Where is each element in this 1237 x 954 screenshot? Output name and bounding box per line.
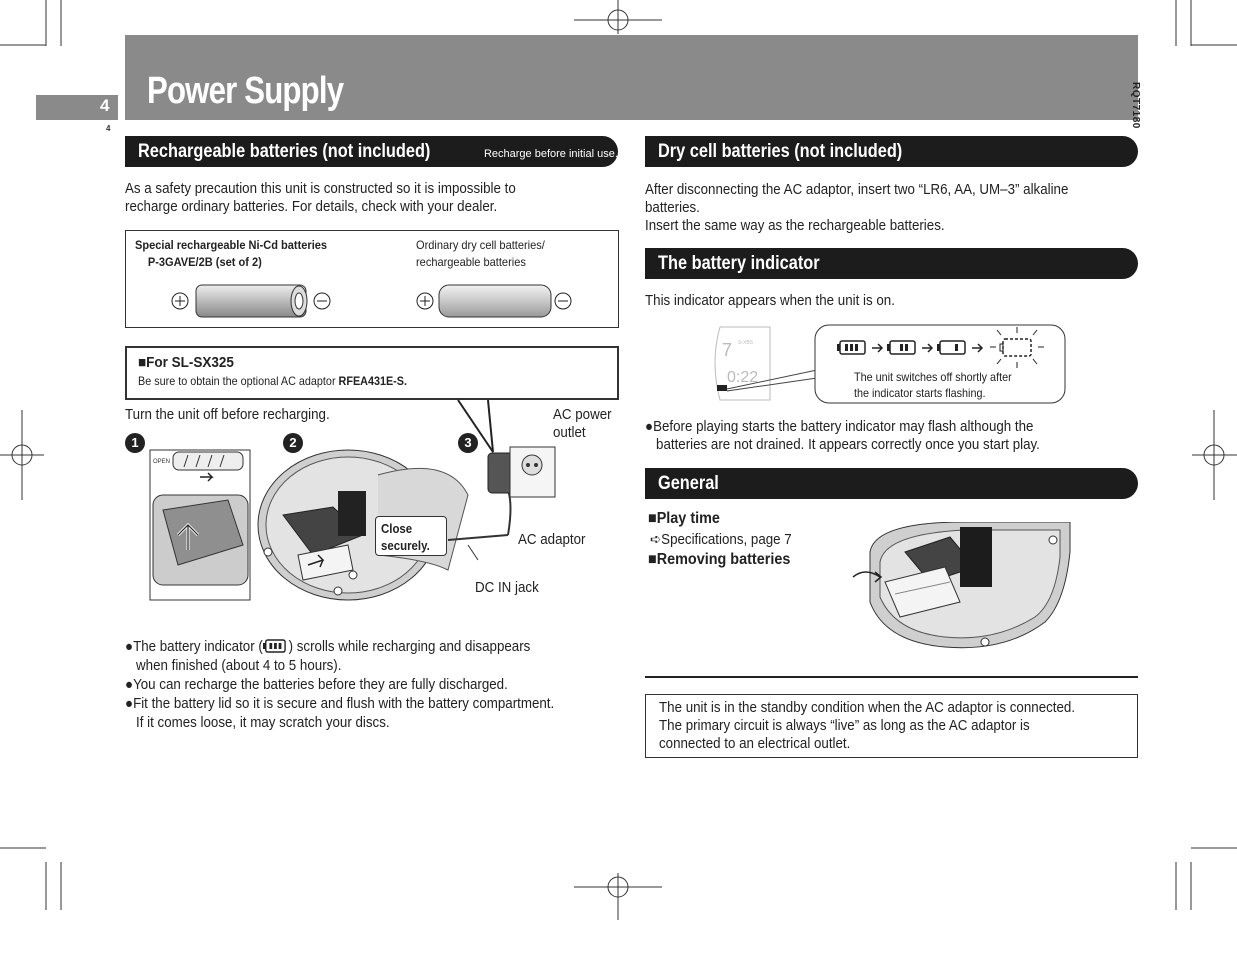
battery-indicator-intro: This indicator appears when the unit is …: [645, 293, 895, 309]
battery-indicator-diagram: 7 S-XBS 0:22: [714, 324, 1066, 404]
bullet-continuation: when finished (about 4 to 5 hours).: [136, 658, 342, 674]
battery-two-thirds-icon: [887, 340, 916, 355]
special-battery-label: Special rechargeable Ni-Cd batteries P-3…: [135, 237, 327, 271]
page-number-small: 4: [106, 124, 111, 133]
page-title: Power Supply: [147, 70, 344, 112]
bullet-text: ) scrolls while recharging and disappear…: [288, 639, 531, 655]
battery-types-box: Special rechargeable Ni-Cd batteries P-3…: [125, 230, 619, 328]
nicd-battery-illustration: [171, 284, 331, 318]
battery-empty-flashing-icon: [990, 327, 1044, 368]
list-item: ●Before playing starts the battery indic…: [645, 419, 1034, 435]
bullet-text: Fit the battery lid so it is secure and …: [133, 696, 555, 712]
bullet-text: You can recharge the batteries before th…: [133, 677, 508, 693]
battery-one-third-icon: [937, 340, 966, 355]
heading-text: General: [658, 473, 719, 494]
reference-text: Specifications, page 7: [661, 532, 792, 548]
text-line: After disconnecting the AC adaptor, inse…: [645, 182, 1069, 198]
open-label: OPEN: [153, 459, 170, 465]
reference-arrow-icon: ➪: [650, 532, 662, 548]
close-securely-callout: Close securely.: [375, 516, 447, 556]
step-2-badge: 2: [283, 433, 303, 453]
rechargeable-intro: As a safety precaution this unit is cons…: [125, 180, 516, 216]
recharging-illustration: OPEN: [149, 399, 556, 601]
heading-text: Rechargeable batteries (not included): [138, 141, 431, 162]
indicator-callout-text: The unit switches off shortly after the …: [854, 369, 1012, 401]
list-item: ●You can recharge the batteries before t…: [125, 677, 508, 693]
intro-line: As a safety precaution this unit is cons…: [125, 181, 516, 197]
bullet-text: The battery indicator (: [133, 639, 263, 655]
section-heading-rechargeable: Rechargeable batteries (not included) Rec…: [125, 136, 618, 167]
standby-note-box: The unit is in the standby condition whe…: [645, 694, 1138, 758]
bullet-continuation: If it comes loose, it may scratch your d…: [136, 715, 390, 731]
ac-adaptor-label: AC adaptor: [518, 532, 586, 548]
section-heading-general: General: [645, 468, 1138, 499]
sx325-note-box: ■For SL-SX325 Be sure to obtain the opti…: [125, 346, 619, 400]
bullet-text: Before playing starts the battery indica…: [653, 419, 1034, 435]
removing-batteries-heading: ■Removing batteries: [648, 551, 791, 568]
label-line: outlet: [553, 425, 586, 441]
text-line: the indicator starts flashing.: [854, 386, 986, 400]
heading-text: Dry cell batteries (not included): [658, 141, 903, 162]
step-3-badge: 3: [458, 433, 478, 453]
document-code: RQT7180: [1130, 82, 1141, 129]
text-line: The unit switches off shortly after: [854, 370, 1012, 384]
display-time: 0:22: [727, 369, 758, 386]
display-track: 7: [722, 340, 732, 360]
page-number: 4: [100, 96, 110, 115]
header-band: [125, 35, 1138, 120]
text-line: The primary circuit is always “live” as …: [659, 718, 1030, 734]
section-heading-dry-cell: Dry cell batteries (not included): [645, 136, 1138, 167]
ac-outlet-label: AC power outlet: [553, 406, 612, 442]
dry-cell-battery-illustration: [416, 284, 572, 318]
play-time-reference: ➪Specifications, page 7: [650, 532, 792, 548]
label-line: securely.: [381, 538, 430, 553]
label-line: Special rechargeable Ni-Cd batteries: [135, 238, 328, 252]
play-time-heading: ■Play time: [648, 510, 720, 527]
text-line: batteries.: [645, 200, 700, 216]
dry-cell-text: After disconnecting the AC adaptor, inse…: [645, 181, 1068, 235]
text-line: connected to an electrical outlet.: [659, 736, 851, 752]
heading-text: The battery indicator: [658, 253, 820, 274]
label-line: Close: [381, 521, 413, 536]
text-line: Insert the same way as the rechargeable …: [645, 218, 945, 234]
recharge-notes: ●The battery indicator () scrolls while …: [125, 638, 554, 733]
label-line: AC power: [553, 407, 612, 423]
note-title: ■For SL-SX325: [138, 354, 234, 371]
dc-in-jack-label: DC IN jack: [475, 580, 539, 596]
standby-note-text: The unit is in the standby condition whe…: [659, 699, 1075, 753]
note-model: RFEA431E-S.: [338, 374, 407, 388]
page-tab: [36, 95, 118, 120]
intro-line: recharge ordinary batteries. For details…: [125, 199, 498, 215]
list-item: ●The battery indicator () scrolls while …: [125, 639, 531, 655]
note-text: Be sure to obtain the optional AC adapto…: [138, 373, 407, 390]
battery-indicator-icon: [262, 639, 286, 653]
step-1-badge: 1: [125, 433, 145, 453]
ordinary-battery-label: Ordinary dry cell batteries/ rechargeabl…: [416, 237, 545, 271]
heading-subtext: Recharge before initial use.: [483, 148, 618, 160]
label-line: rechargeable batteries: [416, 255, 526, 269]
removing-batteries-illustration: [852, 522, 1071, 649]
display-small: S-XBS: [738, 340, 754, 346]
turn-off-instruction: Turn the unit off before recharging.: [125, 407, 330, 423]
label-line: Ordinary dry cell batteries/: [416, 238, 545, 252]
label-line: P-3GAVE/2B (set of 2): [147, 255, 262, 269]
indicator-note: ●Before playing starts the battery indic…: [645, 418, 1040, 454]
bullet-continuation: batteries are not drained. It appears co…: [656, 437, 1040, 453]
close-securely-text: Close securely.: [381, 520, 430, 554]
divider: [645, 676, 1138, 678]
battery-full-icon: [837, 340, 866, 355]
note-text-plain: Be sure to obtain the optional AC adapto…: [138, 374, 339, 388]
text-line: The unit is in the standby condition whe…: [659, 700, 1076, 716]
section-heading-battery-indicator: The battery indicator: [645, 248, 1138, 279]
list-item: ●Fit the battery lid so it is secure and…: [125, 696, 555, 712]
